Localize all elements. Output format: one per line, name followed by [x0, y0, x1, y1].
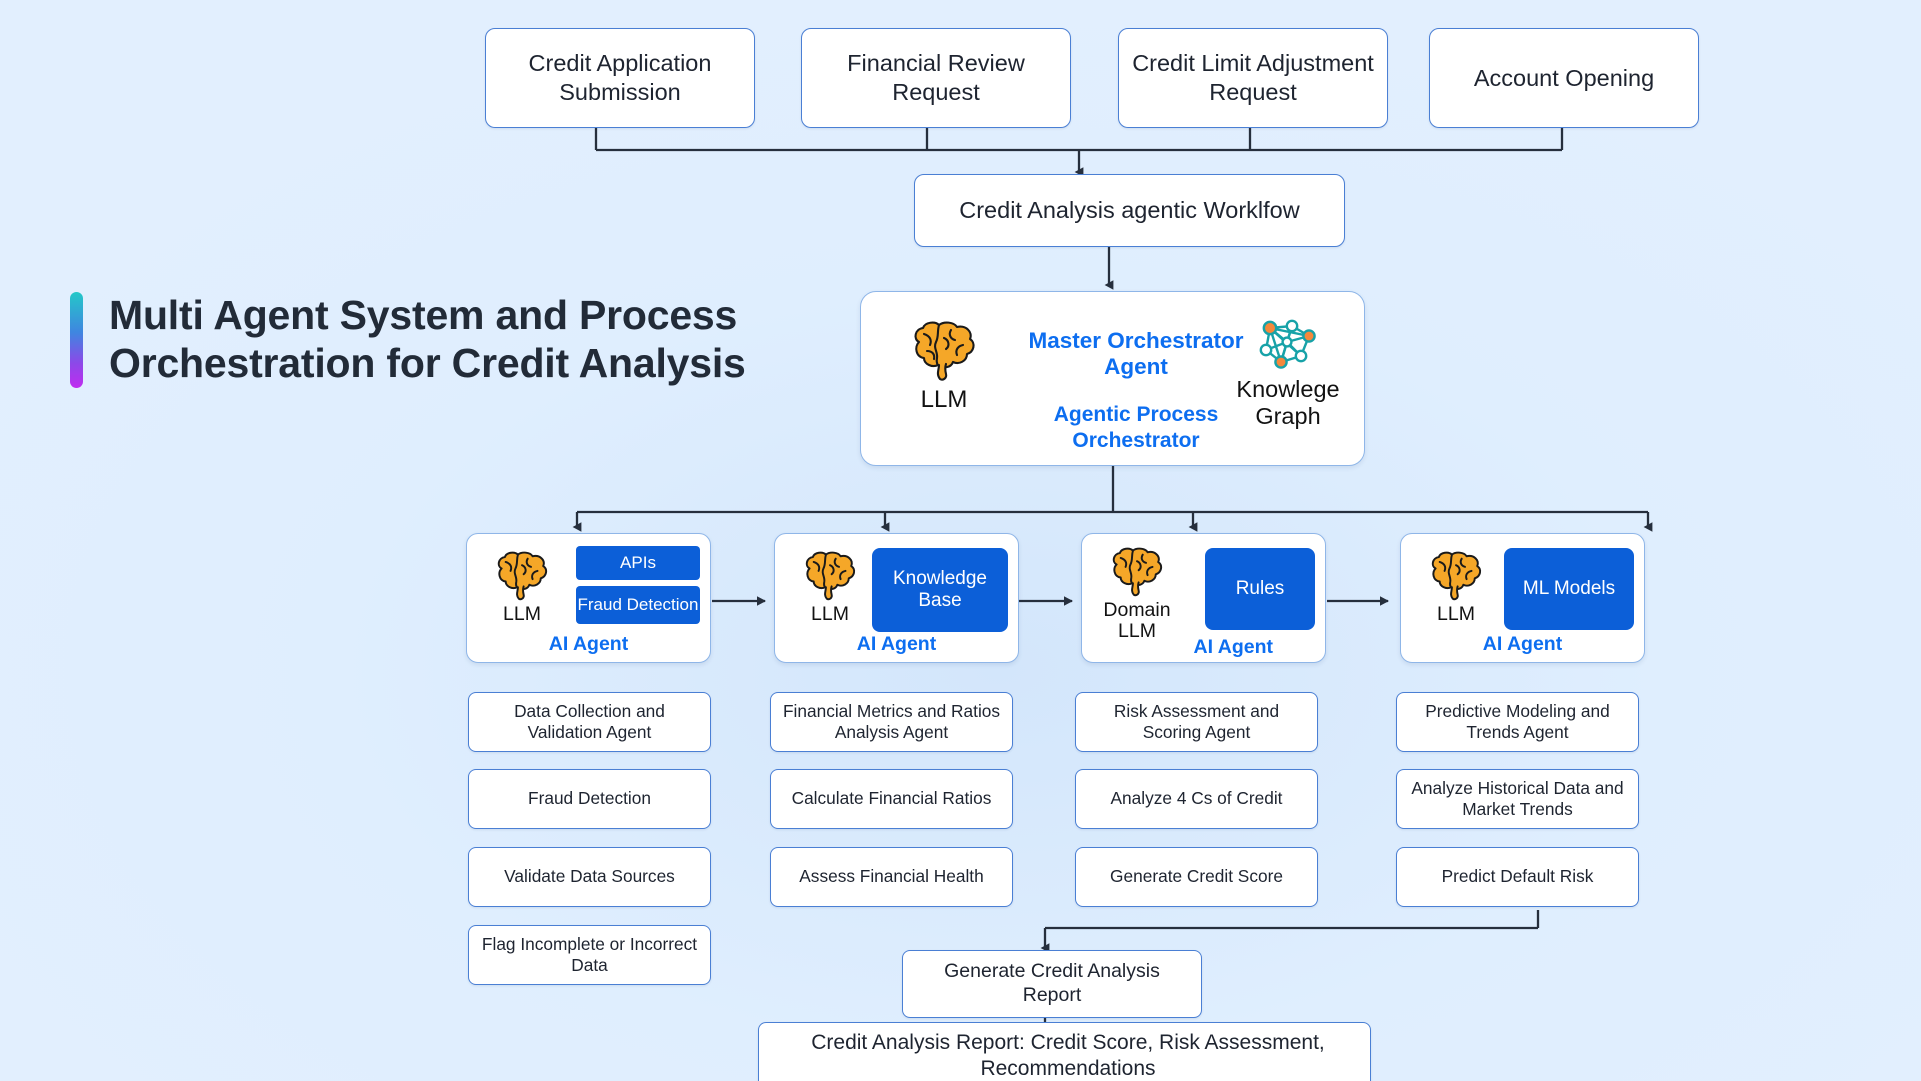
task-node[interactable]: Data Collection and Validation Agent: [468, 692, 711, 752]
agent-role-label: AI Agent: [1193, 636, 1273, 658]
task-node[interactable]: Generate Credit Score: [1075, 847, 1318, 907]
tool-chip[interactable]: Fraud Detection: [576, 586, 700, 624]
tool-chip[interactable]: Rules: [1205, 548, 1315, 630]
orchestrator-knowledge-graph: Knowlege Graph: [1230, 316, 1346, 430]
knowledge-graph-label: Knowlege Graph: [1236, 376, 1340, 429]
tool-chip-label: ML Models: [1522, 577, 1616, 599]
task-label: Calculate Financial Ratios: [791, 788, 992, 809]
agent-llm-label: LLM: [503, 603, 541, 625]
trigger-node[interactable]: Credit Application Submission: [485, 28, 755, 128]
final-report-node[interactable]: Credit Analysis Report: Credit Score, Ri…: [758, 1022, 1371, 1081]
task-node[interactable]: Predict Default Risk: [1396, 847, 1639, 907]
agent-llm: LLM: [479, 548, 565, 625]
brain-icon: [1112, 547, 1163, 597]
tool-chip[interactable]: ML Models: [1504, 548, 1634, 630]
agent-llm-label: LLM: [811, 603, 849, 625]
generate-report-node[interactable]: Generate Credit Analysis Report: [902, 950, 1202, 1018]
trigger-label: Financial Review Request: [847, 50, 1025, 105]
agent-tools: ML Models: [1504, 548, 1634, 630]
tool-chip[interactable]: Knowledge Base: [872, 548, 1008, 632]
agent-llm-label: LLM: [1437, 603, 1475, 625]
brain-icon: [805, 551, 856, 601]
orchestrator-text: Master Orchestrator Agent Agentic Proces…: [1011, 328, 1261, 453]
final-report-label: Credit Analysis Report: Credit Score, Ri…: [811, 1031, 1325, 1080]
task-node[interactable]: Assess Financial Health: [770, 847, 1013, 907]
brain-icon: [914, 321, 975, 381]
task-node[interactable]: Risk Assessment and Scoring Agent: [1075, 692, 1318, 752]
agent-role-label: AI Agent: [856, 633, 937, 655]
agent-llm: LLM: [787, 548, 873, 625]
ai-agent-card[interactable]: LLM ML Models AI Agent: [1400, 533, 1645, 663]
task-node[interactable]: Financial Metrics and Ratios Analysis Ag…: [770, 692, 1013, 752]
task-label: Financial Metrics and Ratios Analysis Ag…: [782, 700, 1001, 742]
task-label: Generate Credit Score: [1110, 866, 1283, 887]
agent-role-label: AI Agent: [548, 633, 629, 655]
tool-chip-label: APIs: [620, 553, 656, 573]
orchestrator-subtitle: Agentic Process Orchestrator: [1053, 403, 1219, 452]
knowledge-graph-icon: [1259, 319, 1316, 369]
task-label: Predictive Modeling and Trends Agent: [1425, 700, 1610, 742]
trigger-label: Account Opening: [1473, 64, 1655, 91]
trigger-node[interactable]: Credit Limit Adjustment Request: [1118, 28, 1388, 128]
task-label: Assess Financial Health: [799, 866, 984, 887]
tool-chip[interactable]: APIs: [576, 546, 700, 580]
tool-chip-label: Knowledge Base: [892, 567, 988, 611]
task-label: Flag Incomplete or Incorrect Data: [481, 933, 698, 975]
task-label: Fraud Detection: [528, 788, 651, 809]
generate-report-label: Generate Credit Analysis Report: [944, 960, 1160, 1006]
task-node[interactable]: Predictive Modeling and Trends Agent: [1396, 692, 1639, 752]
task-label: Validate Data Sources: [504, 866, 675, 887]
task-node[interactable]: Calculate Financial Ratios: [770, 769, 1013, 829]
title-accent-bar: [70, 292, 83, 388]
agent-llm: LLM: [1413, 548, 1499, 625]
workflow-node[interactable]: Credit Analysis agentic Worklfow: [914, 174, 1345, 247]
task-label: Analyze Historical Data and Market Trend…: [1411, 777, 1624, 819]
trigger-node[interactable]: Financial Review Request: [801, 28, 1071, 128]
task-node[interactable]: Flag Incomplete or Incorrect Data: [468, 925, 711, 985]
task-node[interactable]: Validate Data Sources: [468, 847, 711, 907]
agent-role-label: AI Agent: [1482, 633, 1563, 655]
trigger-label: Credit Application Submission: [528, 50, 712, 105]
tool-chip-label: Rules: [1235, 577, 1285, 599]
agent-tools: APIs Fraud Detection: [576, 546, 700, 624]
agent-llm-label: Domain LLM: [1103, 599, 1171, 643]
trigger-node[interactable]: Account Opening: [1429, 28, 1699, 128]
brain-icon: [1431, 551, 1482, 601]
orchestrator-title: Master Orchestrator Agent: [1028, 328, 1244, 379]
agent-tools: Knowledge Base: [872, 548, 1008, 632]
task-label: Data Collection and Validation Agent: [514, 700, 665, 742]
task-node[interactable]: Fraud Detection: [468, 769, 711, 829]
task-label: Predict Default Risk: [1441, 866, 1594, 887]
ai-agent-card[interactable]: LLM APIs Fraud Detection AI Agent: [466, 533, 711, 663]
ai-agent-card[interactable]: Domain LLM Rules AI Agent: [1081, 533, 1326, 663]
task-label: Risk Assessment and Scoring Agent: [1113, 700, 1280, 742]
brain-icon: [497, 551, 548, 601]
page-title-text: Multi Agent System and Process Orchestra…: [109, 292, 746, 386]
task-node[interactable]: Analyze 4 Cs of Credit: [1075, 769, 1318, 829]
agent-tools: Rules: [1205, 548, 1315, 630]
orchestrator-llm: LLM: [889, 318, 999, 414]
trigger-label: Credit Limit Adjustment Request: [1132, 50, 1374, 105]
master-orchestrator-card[interactable]: LLM Master Orchestrator Agent Agentic Pr…: [860, 291, 1365, 466]
orchestrator-llm-label: LLM: [920, 386, 968, 413]
workflow-label: Credit Analysis agentic Worklfow: [959, 197, 1300, 224]
task-node[interactable]: Analyze Historical Data and Market Trend…: [1396, 769, 1639, 829]
task-label: Analyze 4 Cs of Credit: [1110, 788, 1283, 809]
tool-chip-label: Fraud Detection: [577, 595, 699, 615]
ai-agent-card[interactable]: LLM Knowledge Base AI Agent: [774, 533, 1019, 663]
page-title: Multi Agent System and Process Orchestra…: [70, 292, 746, 388]
agent-llm: Domain LLM: [1094, 544, 1180, 642]
